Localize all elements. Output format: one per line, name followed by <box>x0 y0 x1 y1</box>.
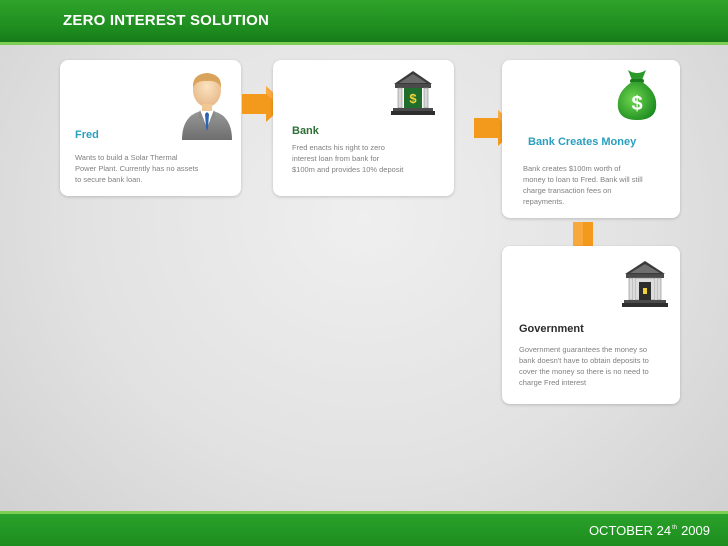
card-bank-title: Bank <box>292 125 319 137</box>
card-fred-title: Fred <box>75 129 99 141</box>
bank-building-icon: $ <box>391 68 435 116</box>
card-bank-creates-money: $ Bank Creates Money Bank creates $100m … <box>502 60 680 218</box>
footer-divider <box>0 511 728 514</box>
card-fred: Fred Wants to build a Solar Thermal Powe… <box>60 60 241 196</box>
svg-text:$: $ <box>631 93 642 115</box>
page-title: ZERO INTEREST SOLUTION <box>63 12 270 29</box>
footer-date-year: 2009 <box>681 523 710 538</box>
svg-text:$: $ <box>409 91 417 106</box>
footer-date-suffix: th <box>672 525 678 531</box>
card-fred-description: Wants to build a Solar Thermal Power Pla… <box>75 153 199 184</box>
government-building-icon <box>622 258 668 310</box>
card-bank-description: Fred enacts his right to zero interest l… <box>292 143 404 174</box>
footer-date-prefix: OCTOBER 24 <box>588 523 672 538</box>
businessman-icon <box>178 68 236 140</box>
card-bank-creates-money-title: Bank Creates Money <box>528 136 637 148</box>
card-bank: $ Bank Fred enacts his right to zero int… <box>273 60 454 196</box>
card-bank-creates-money-description: Bank creates $100m worth of money to loa… <box>523 164 643 206</box>
card-government: Government Government guarantees the mon… <box>502 246 680 404</box>
header-bar: ZERO INTEREST SOLUTION <box>0 0 728 42</box>
card-government-description: Government guarantees the money so bank … <box>519 345 649 387</box>
card-government-title: Government <box>519 323 584 335</box>
header-divider <box>0 42 728 45</box>
money-bag-icon: $ <box>612 66 662 122</box>
